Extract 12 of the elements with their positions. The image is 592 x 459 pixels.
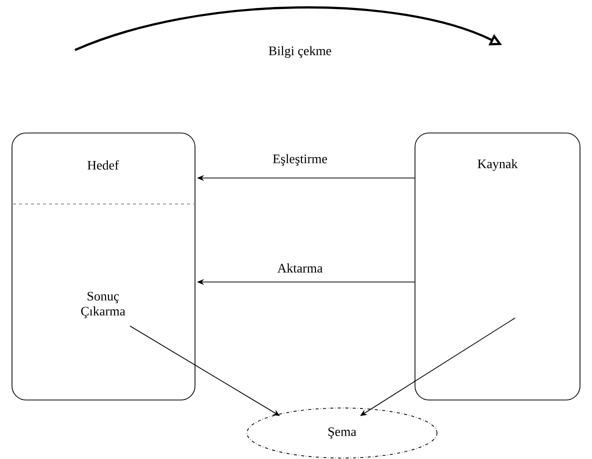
dashed-ellipse: [246, 408, 438, 458]
edge-label: Aktarma: [277, 263, 323, 273]
node-text: Şema: [328, 427, 356, 439]
node-text: Kaynak: [478, 159, 518, 171]
arrow: [360, 318, 516, 416]
rounded-box: [12, 132, 196, 400]
edge-label: Eşleştirme: [272, 154, 327, 166]
arrow: [130, 326, 280, 416]
box-heading: Hedef: [88, 160, 119, 170]
box-text: Sonuç Çıkarma: [81, 292, 126, 318]
label: Bilgi çekme: [268, 46, 332, 58]
rounded-box: [414, 132, 580, 400]
